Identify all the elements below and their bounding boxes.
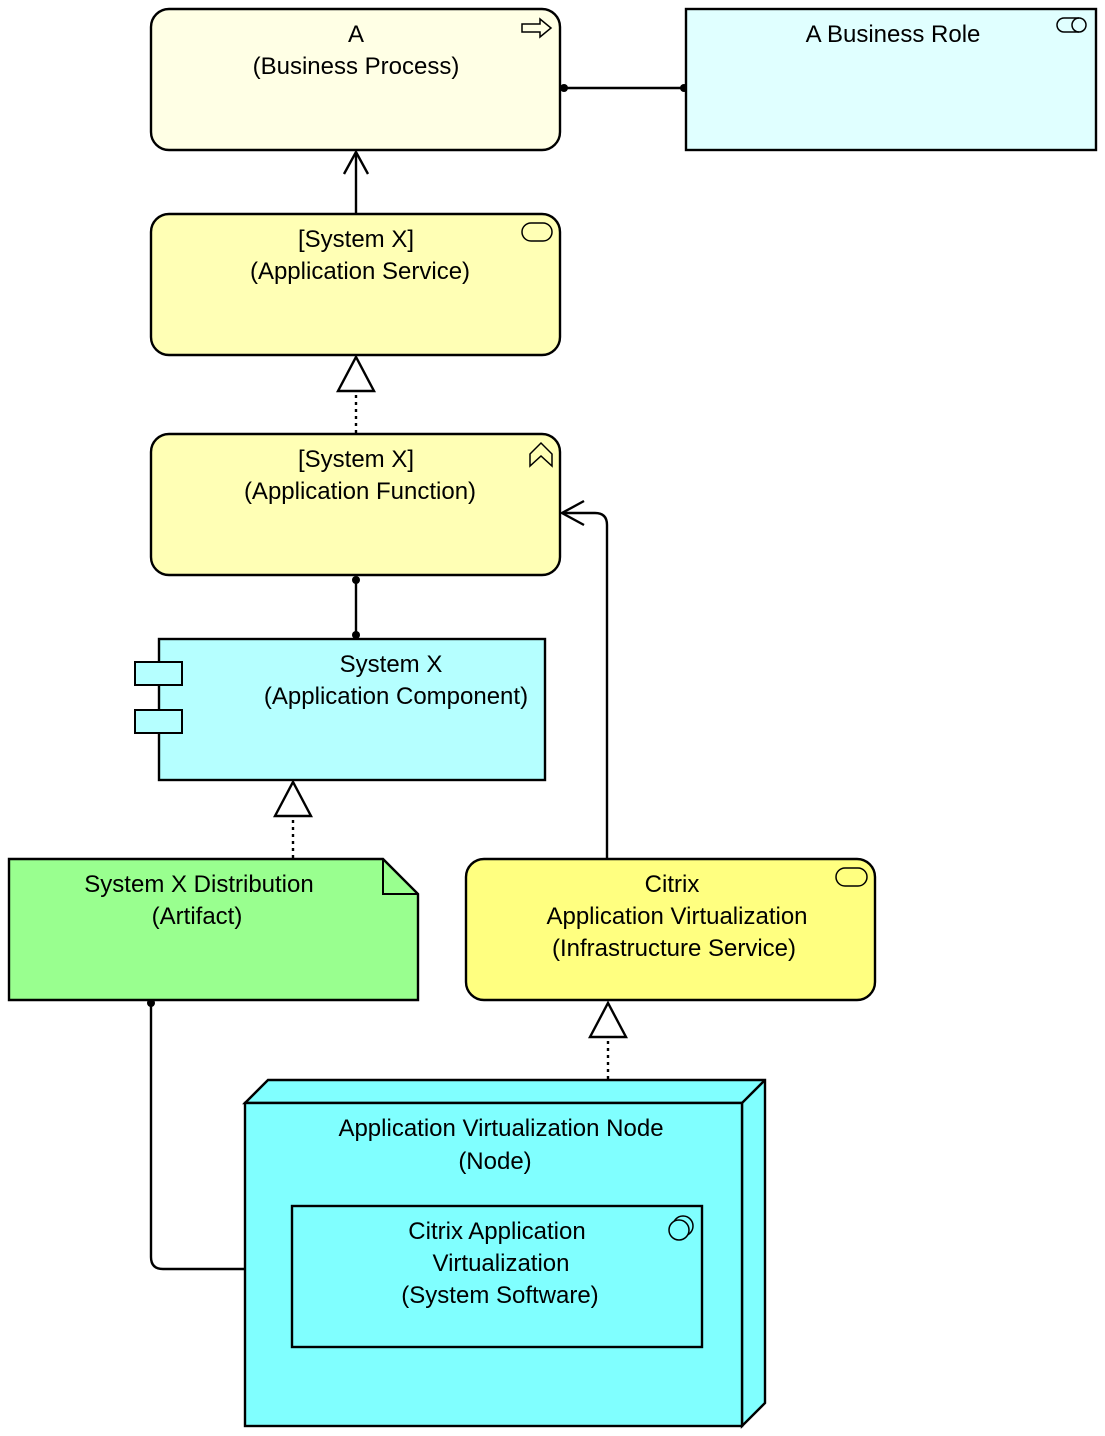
element-type: (Business Process) [253, 53, 460, 80]
relationship-assignment-component-function[interactable] [352, 576, 360, 639]
element-artifact[interactable]: System X Distribution (Artifact) [7, 857, 420, 1002]
relationship-assignment-role-process[interactable] [560, 84, 688, 92]
element-name-line-2: Virtualization [433, 1250, 570, 1277]
service-icon [835, 867, 868, 887]
business-role-icon [1056, 17, 1087, 33]
element-name: System X [340, 651, 443, 678]
element-name: System X Distribution [84, 871, 313, 898]
system-software-icon [668, 1215, 694, 1241]
relationship-serving-infraservice-function[interactable] [559, 499, 609, 858]
element-business-role[interactable]: A Business Role [684, 7, 1098, 152]
relationship-realization-node-infraservice[interactable] [588, 1000, 628, 1079]
element-type: (System Software) [401, 1282, 598, 1309]
service-icon [521, 222, 553, 242]
component-icon [134, 661, 183, 734]
element-name: A Business Role [806, 21, 981, 48]
element-name: Citrix Application [408, 1218, 585, 1245]
artifact-folded-corner-icon [382, 859, 418, 895]
element-name: Citrix [645, 871, 700, 898]
element-infrastructure-service[interactable]: Citrix Application Virtualization (Infra… [464, 857, 877, 1002]
element-type: (Artifact) [152, 903, 243, 930]
relationship-serving-appservice-process[interactable] [342, 149, 370, 213]
element-type: (Application Component) [264, 683, 528, 710]
element-name: Application Virtualization Node [338, 1115, 663, 1142]
relationship-realization-function-service[interactable] [336, 354, 376, 433]
business-process-arrow-icon [521, 17, 553, 39]
element-name: A [348, 21, 364, 48]
element-name: [System X] [298, 446, 414, 473]
element-type: (Application Service) [250, 258, 470, 285]
element-application-service[interactable]: [System X] (Application Service) [149, 212, 562, 357]
element-system-software[interactable]: Citrix Application Virtualization (Syste… [290, 1204, 704, 1349]
relationship-realization-artifact-component[interactable] [273, 779, 313, 858]
element-application-component[interactable]: System X (Application Component) [134, 637, 547, 782]
element-business-process[interactable]: A (Business Process) [149, 7, 562, 152]
element-name-line-2: Application Virtualization [546, 903, 807, 930]
element-application-function[interactable]: [System X] (Application Function) [149, 432, 562, 577]
function-chevron-icon [529, 441, 553, 468]
element-type: (Infrastructure Service) [552, 935, 796, 962]
element-type: (Application Function) [244, 478, 476, 505]
element-name: [System X] [298, 226, 414, 253]
element-type: (Node) [458, 1148, 531, 1175]
